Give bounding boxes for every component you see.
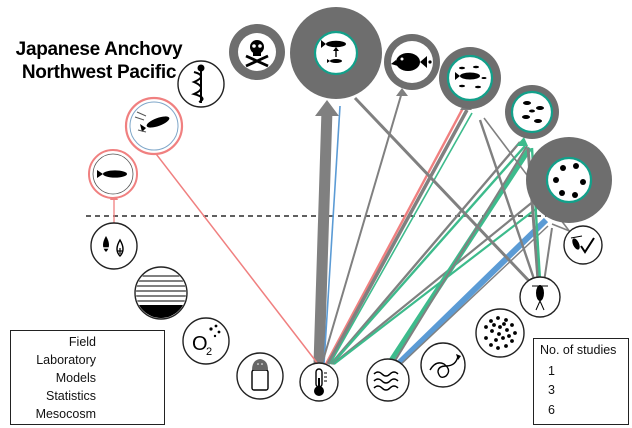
thermometer-icon: [314, 368, 327, 396]
title-line-2: Northwest Pacific: [21, 62, 177, 83]
prey-dot: [484, 336, 488, 340]
arrow-temp-swimming: [132, 123, 319, 365]
legend-label: Field: [68, 335, 96, 349]
legend-label: Statistics: [45, 389, 96, 403]
prey-dot: [489, 343, 493, 347]
legend-item-statistics: Statistics: [11, 388, 166, 406]
legend-label: Laboratory: [36, 353, 96, 367]
medical-caduceus-icon: [191, 64, 205, 103]
prey-dot: [505, 328, 509, 332]
prey-dot: [498, 325, 502, 329]
copepod-check-icon: [570, 235, 595, 254]
stressor-advection: [420, 342, 466, 388]
studies-level-1: 1: [548, 364, 555, 378]
prey-dot: [504, 318, 508, 322]
legend-item-models: Models: [11, 370, 166, 388]
studies-legend-title: No. of studies: [540, 343, 617, 357]
predator-fish-icon: [391, 53, 432, 71]
salt-shaker-icon: [251, 359, 269, 391]
stressor-prey-quality: [563, 225, 603, 265]
spiral-current-icon: [429, 354, 461, 379]
larvae-icon: [522, 101, 544, 123]
prey-dot: [502, 322, 506, 326]
fish-condition-icon: [97, 170, 127, 178]
studies-level-3: 3: [548, 383, 555, 397]
legend-item-laboratory: Laboratory: [11, 352, 166, 370]
stressor-salinity: [90, 222, 138, 270]
studies-legend: No. of studies 1 3 6: [533, 338, 629, 425]
method-legend: Field Laboratory Models Statistics Mesoc…: [10, 330, 165, 425]
skull-crossbones-icon: [245, 40, 269, 68]
salinity-drops-icon: [103, 236, 124, 257]
stressor-oxygen: [182, 317, 230, 365]
prey-dot: [484, 325, 488, 329]
eggs-icon: [553, 163, 586, 198]
prey-dot: [507, 334, 511, 338]
prey-dot: [497, 332, 501, 336]
prey-dot: [490, 329, 494, 333]
svg-text:O: O: [192, 333, 208, 355]
oxygen-icon: O 2: [192, 324, 221, 358]
legend-item-field: Field: [11, 334, 166, 352]
prey-dot: [496, 346, 500, 350]
fish-growth-icon: [321, 40, 346, 63]
fish-school-icon: [455, 65, 487, 89]
prey-dot: [501, 336, 505, 340]
prey-dot: [513, 331, 517, 335]
legend-item-mesocosm: Mesocosm: [11, 406, 166, 424]
swimming-fish-icon: [134, 111, 170, 133]
svg-text:2: 2: [206, 346, 212, 358]
arrow-temp-toxicity: [313, 109, 333, 365]
legend-label: Mesocosm: [35, 407, 96, 421]
turbulence-icon: [373, 371, 399, 391]
prey-dot: [496, 316, 500, 320]
prey-dot: [489, 319, 493, 323]
title-line-1: Japanese Anchovy: [15, 39, 183, 60]
prey-dot: [494, 338, 498, 342]
prey-dot: [510, 323, 514, 327]
legend-label: Models: [55, 371, 96, 385]
copepod-icon: [532, 285, 548, 311]
prey-dot: [492, 323, 496, 327]
stressor-turbulence: [366, 358, 410, 402]
page-title: Japanese Anchovy Northwest Pacific: [4, 38, 194, 84]
prey-dot: [510, 339, 514, 343]
prey-dot: [504, 344, 508, 348]
prey-particles-icon: [484, 316, 517, 350]
studies-level-6: 6: [548, 403, 555, 417]
